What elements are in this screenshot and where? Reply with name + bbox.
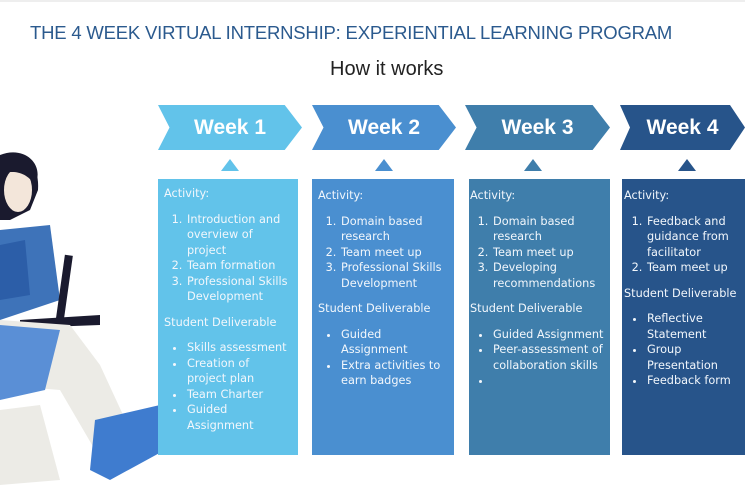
activity-item: Domain based research: [492, 214, 604, 245]
activity-list: Feedback and guidance from facilitator T…: [624, 214, 742, 276]
deliverable-list: Reflective Statement Group Presentation …: [624, 311, 742, 389]
deliverable-item: Extra activities to earn badges: [340, 358, 448, 389]
week-2-arrow: Week 2: [312, 105, 456, 150]
deliverable-item: Guided Assignment: [492, 327, 604, 343]
week-4-pointer: [678, 159, 696, 171]
deliverable-heading: Student Deliverable: [318, 302, 431, 315]
deliverable-item: Creation of project plan: [186, 356, 292, 387]
page-subtitle: How it works: [330, 58, 444, 80]
activity-list: Domain based research Team meet up Profe…: [318, 214, 448, 292]
deliverable-heading: Student Deliverable: [624, 286, 737, 300]
top-divider: [0, 0, 745, 2]
week-2-pointer: [375, 159, 393, 171]
deliverable-list: Guided Assignment Extra activities to ea…: [318, 327, 448, 389]
activity-item: Professional Skills Development: [340, 260, 448, 291]
week-1-arrow: Week 1: [158, 105, 302, 150]
week-3-arrow: Week 3: [465, 105, 610, 150]
deliverable-item: Skills assessment: [186, 340, 292, 356]
deliverable-heading: Student Deliverable: [164, 315, 277, 329]
activity-heading: Activity:: [470, 189, 516, 202]
activity-item: Domain based research: [340, 214, 448, 245]
activity-heading: Activity:: [164, 187, 210, 200]
week-3-details: Activity: Domain based research Team mee…: [469, 179, 610, 455]
activity-item: Developing recommendations: [492, 260, 604, 291]
activity-item: Professional Skills Development: [186, 274, 292, 305]
activity-item: Team meet up: [340, 245, 448, 261]
week-1-pointer: [221, 159, 239, 171]
deliverable-item: Team Charter: [186, 387, 292, 403]
activity-item: Feedback and guidance from facilitator: [646, 214, 742, 261]
week-4-arrow: Week 4: [620, 105, 745, 150]
week-4-details: Activity: Feedback and guidance from fac…: [622, 179, 745, 455]
activity-item: Introduction and overview of project: [186, 212, 292, 259]
activity-item: Team meet up: [646, 260, 742, 276]
deliverable-item: Feedback form: [646, 373, 742, 389]
week-2-details: Activity: Domain based research Team mee…: [312, 179, 454, 455]
page-title: THE 4 WEEK VIRTUAL INTERNSHIP: EXPERIENT…: [30, 22, 673, 43]
activity-list: Domain based research Team meet up Devel…: [470, 214, 604, 292]
activity-heading: Activity:: [318, 189, 364, 202]
deliverable-item: Guided Assignment: [186, 402, 292, 433]
activity-item: Team meet up: [492, 245, 604, 261]
deliverable-item: [492, 373, 604, 389]
week-3-pointer: [524, 159, 542, 171]
activity-item: Team formation: [186, 258, 292, 274]
deliverable-item: Guided Assignment: [340, 327, 448, 358]
deliverable-item: Reflective Statement: [646, 311, 742, 342]
activity-heading: Activity:: [624, 189, 670, 202]
deliverable-list: Guided Assignment Peer-assessment of col…: [470, 327, 604, 389]
deliverable-list: Skills assessment Creation of project pl…: [164, 340, 292, 433]
activity-list: Introduction and overview of project Tea…: [164, 212, 292, 305]
deliverable-item: Peer-assessment of collaboration skills: [492, 342, 604, 373]
student-with-laptop-illustration: [0, 152, 165, 485]
deliverable-heading: Student Deliverable: [470, 302, 583, 315]
deliverable-item: Group Presentation: [646, 342, 742, 373]
week-1-details: Activity: Introduction and overview of p…: [158, 179, 298, 455]
